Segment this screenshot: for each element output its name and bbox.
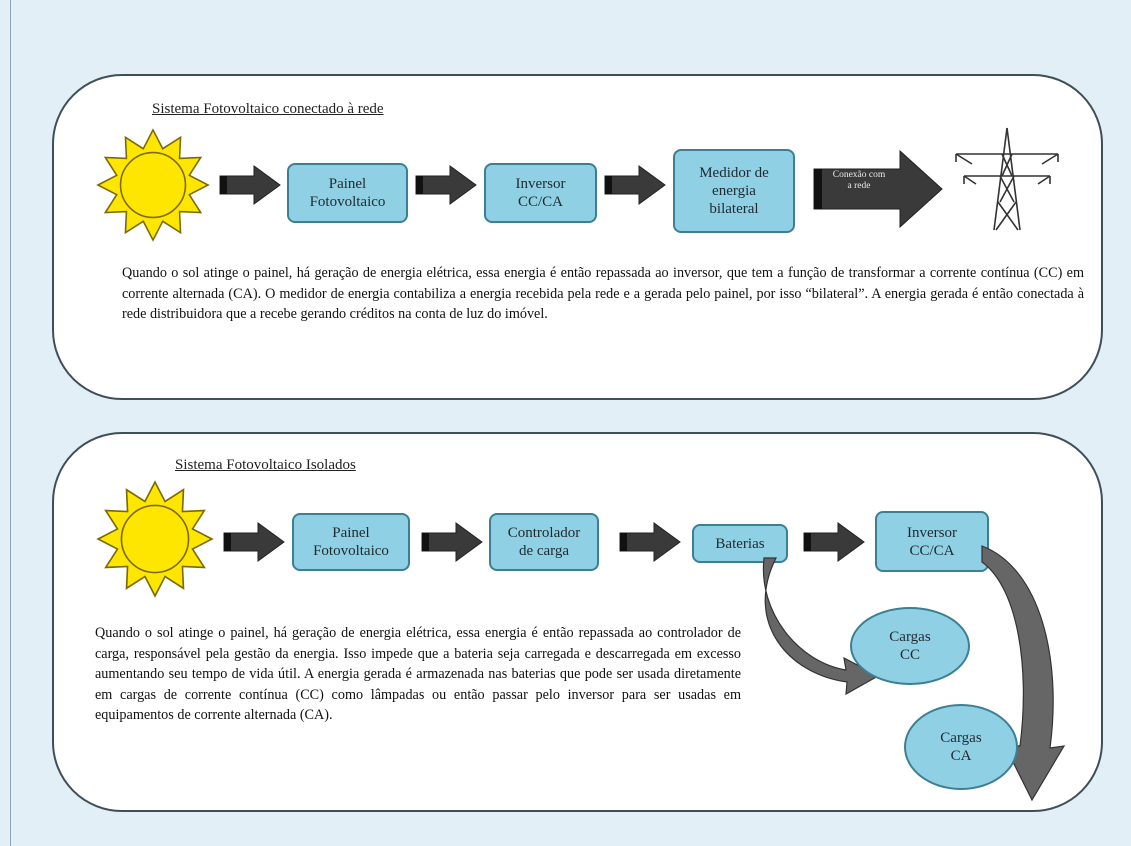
connection-label: Conexão com a rede bbox=[832, 170, 886, 191]
node-cargas-ca: Cargas CA bbox=[904, 704, 1018, 790]
arrow-panel-to-controller bbox=[421, 522, 483, 562]
arrow-batteries-to-inverter bbox=[803, 522, 865, 562]
arrow-panel-to-inverter bbox=[415, 165, 477, 205]
node-inversor-cc-ca: Inversor CC/CA bbox=[484, 163, 597, 223]
page-left-border bbox=[10, 0, 11, 846]
arrow-meter-to-grid bbox=[813, 149, 943, 229]
node-painel-fotovoltaico-isolated: Painel Fotovoltaico bbox=[292, 513, 410, 571]
grid-connected-title: Sistema Fotovoltaico conectado à rede bbox=[152, 101, 384, 117]
node-inversor-cc-ca-isolated: Inversor CC/CA bbox=[875, 511, 989, 572]
node-controlador-de-carga: Controlador de carga bbox=[489, 513, 599, 571]
node-medidor-bilateral: Medidor de energia bilateral bbox=[673, 149, 795, 233]
arrow-controller-to-batteries bbox=[619, 522, 681, 562]
curved-arrow-batteries-to-cc bbox=[762, 557, 880, 696]
sun-icon bbox=[96, 128, 210, 242]
node-painel-fotovoltaico: Painel Fotovoltaico bbox=[287, 163, 408, 223]
arrow-sun-to-panel bbox=[219, 165, 281, 205]
arrow-inverter-to-meter bbox=[604, 165, 666, 205]
isolated-description: Quando o sol atinge o painel, há geração… bbox=[95, 625, 741, 723]
transmission-tower-icon bbox=[955, 127, 1059, 231]
node-cargas-cc: Cargas CC bbox=[850, 607, 970, 685]
sun-icon bbox=[96, 480, 214, 598]
grid-connected-panel bbox=[52, 74, 1103, 400]
isolated-title: Sistema Fotovoltaico Isolados bbox=[175, 457, 356, 473]
arrow-sun-to-panel-isolated bbox=[223, 522, 285, 562]
grid-connected-description: Quando o sol atinge o painel, há geração… bbox=[122, 265, 1084, 322]
curved-arrow-inverter-to-ca bbox=[981, 545, 1066, 802]
node-baterias: Baterias bbox=[692, 524, 788, 563]
